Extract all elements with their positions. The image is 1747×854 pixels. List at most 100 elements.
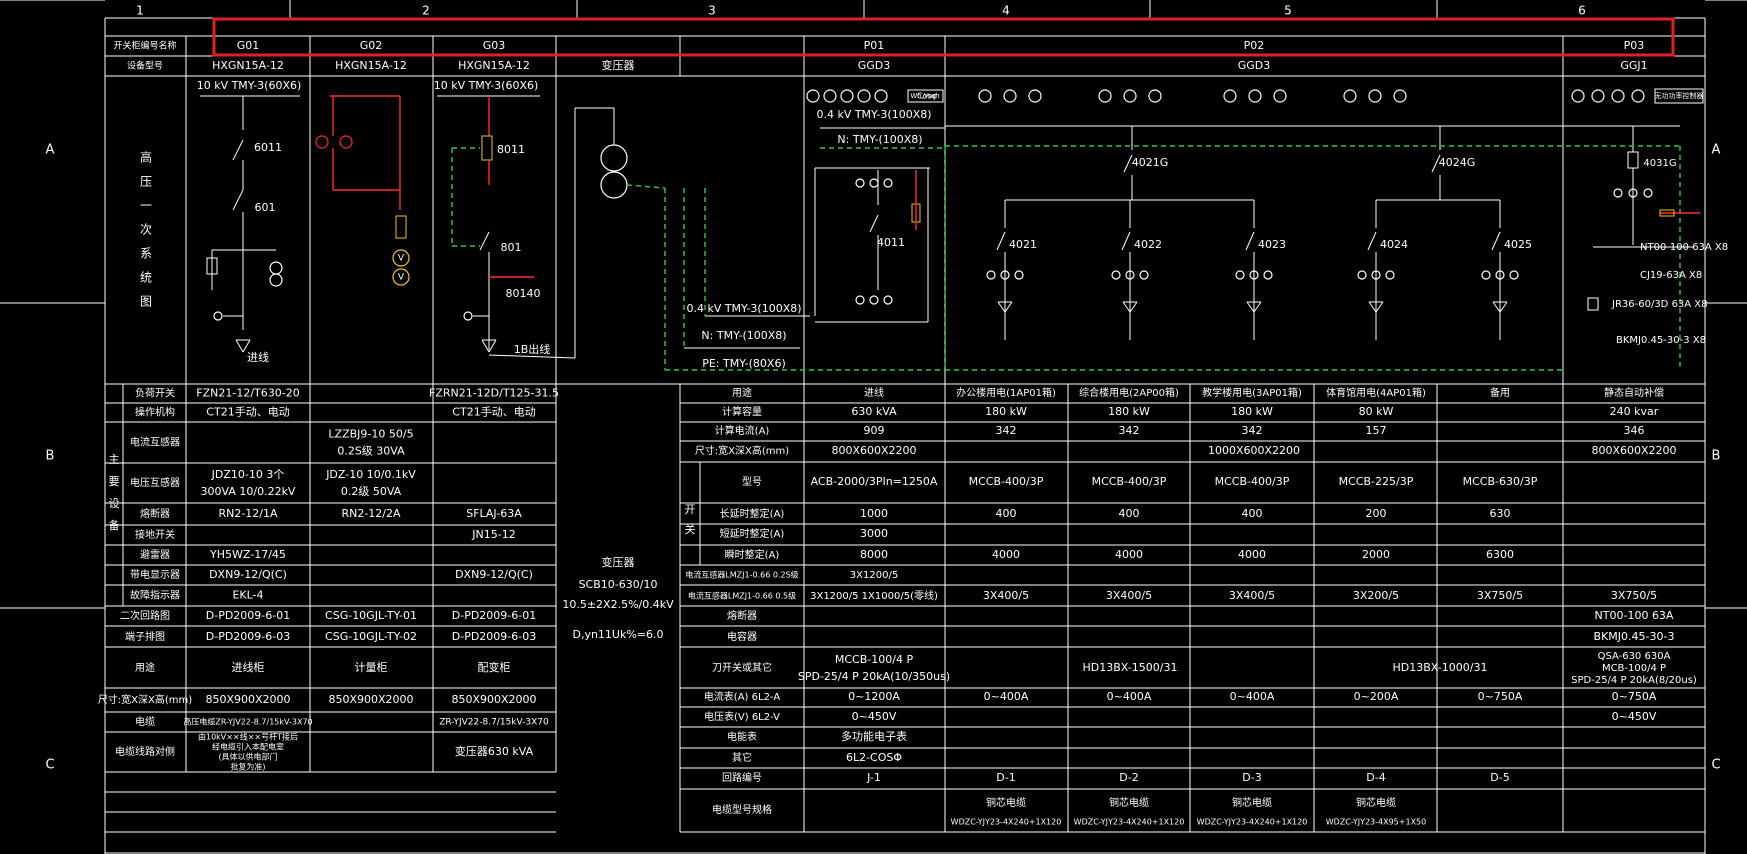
label: BKMJ0.45-30-3 xyxy=(1594,630,1675,643)
primary-diagram-title: 统 xyxy=(140,271,152,285)
main-equipment-label: 设 xyxy=(109,497,120,510)
label: 计量柜 xyxy=(355,661,388,674)
primary-diagram-title: 压 xyxy=(140,175,152,189)
label: 10 kV TMY-3(60X6) xyxy=(197,79,302,92)
label: 909 xyxy=(864,424,885,437)
label: 多功能电子表 xyxy=(841,729,907,743)
symbol-circle xyxy=(1371,270,1381,280)
label: 0~750A xyxy=(1478,690,1523,703)
device-box xyxy=(1654,88,1704,104)
label: 4025 xyxy=(1504,238,1532,251)
symbol-circle xyxy=(1591,89,1605,103)
hv-row-label: 操作机构 xyxy=(135,406,175,419)
cabinet-model: HXGN15A-12 xyxy=(335,59,407,72)
label: 4023 xyxy=(1258,238,1286,251)
symbol-circle xyxy=(869,178,879,188)
symbol-circle xyxy=(269,261,283,275)
label: 200 xyxy=(1366,507,1387,520)
symbol-circle xyxy=(1343,89,1357,103)
symbol-circle xyxy=(1385,270,1395,280)
hv-row-label: 电缆 xyxy=(135,715,155,728)
hv-row-label: 用途 xyxy=(135,661,155,674)
label: CSG-10GJL-TY-02 xyxy=(325,630,417,643)
hv-row-label: 电压互感器 xyxy=(130,476,180,489)
symbol-circle xyxy=(1481,270,1491,280)
device-box xyxy=(395,215,407,239)
label: 用途 xyxy=(732,386,752,399)
wire xyxy=(1129,301,1138,313)
symbol-circle xyxy=(1571,89,1585,103)
label: CT21手动、电动 xyxy=(452,405,535,419)
cabinet-number: P02 xyxy=(1244,39,1265,52)
primary-diagram-title: 次 xyxy=(140,223,152,237)
zone-number: 2 xyxy=(422,4,430,18)
label: 4024G xyxy=(1439,156,1476,169)
hv-row-label: 电流互感器 xyxy=(130,436,180,449)
label: 开 xyxy=(685,503,696,516)
label: EKL-4 xyxy=(232,589,263,602)
label: 教学楼用电(3AP01箱) xyxy=(1202,386,1302,399)
label: NT00-100 63A X8 xyxy=(1640,242,1728,253)
label: 熔断器 xyxy=(727,609,757,622)
label: D-PD2009-6-01 xyxy=(206,609,290,622)
label: 8011 xyxy=(497,143,525,156)
cabinet-number: P01 xyxy=(864,39,885,52)
wire xyxy=(488,339,497,353)
symbol-circle xyxy=(213,311,223,321)
symbol-circle xyxy=(1148,89,1162,103)
symbol-circle xyxy=(269,273,283,287)
label: WDZC-YJY23-4X240+1X120 xyxy=(951,818,1062,827)
hv-row-label: 负荷开关 xyxy=(135,387,175,400)
symbol-circle xyxy=(978,89,992,103)
label: V xyxy=(398,273,405,283)
label: WDZC-YJY23-4X95+1X50 xyxy=(1326,818,1426,827)
label: 0~400A xyxy=(984,690,1029,703)
symbol-circle xyxy=(869,295,879,305)
label: 进线 xyxy=(864,386,884,399)
label: 0.2级 50VA xyxy=(341,485,402,498)
main-equipment-label: 要 xyxy=(109,475,120,488)
label: 长延时整定(A) xyxy=(720,507,785,520)
cabinet-number: G02 xyxy=(360,39,383,52)
label: 400 xyxy=(996,507,1017,520)
zone-number: 5 xyxy=(1284,4,1292,18)
label: 400 xyxy=(1119,507,1140,520)
label: 342 xyxy=(1119,424,1140,437)
symbol-circle xyxy=(1273,89,1287,103)
label: RN2-12/1A xyxy=(218,507,278,520)
symbol-circle xyxy=(392,268,410,286)
label: 3X400/5 xyxy=(1106,589,1152,602)
label: 800X600X2200 xyxy=(1591,444,1676,457)
wire xyxy=(996,231,1006,251)
label: 静态自动补偿 xyxy=(1604,386,1664,399)
label: PE: TMY-(80X6) xyxy=(702,357,786,370)
wire xyxy=(479,231,490,251)
label: Wh,Varh xyxy=(910,92,939,100)
label: 6300 xyxy=(1486,548,1514,561)
label: FZRN21-12D/T125-31.5 xyxy=(429,387,559,400)
symbol-circle xyxy=(1249,270,1259,280)
wire xyxy=(626,184,666,189)
label: 0.4 kV TMY-3(100X8) xyxy=(686,302,801,315)
wire xyxy=(1491,231,1501,251)
label: 0~200A xyxy=(1354,690,1399,703)
label: 0~750A xyxy=(1612,690,1657,703)
label: 0~450V xyxy=(1612,710,1657,723)
label: D-PD2009-6-01 xyxy=(452,609,536,622)
label: WDZC-YJY23-4X240+1X120 xyxy=(1074,818,1185,827)
symbol-circle xyxy=(1357,270,1367,280)
label: YH5WZ-17/45 xyxy=(209,548,286,561)
zone-number: 4 xyxy=(1002,4,1010,18)
wire xyxy=(1246,301,1255,313)
label: MCB-100/4 P xyxy=(1602,663,1666,674)
symbol-circle xyxy=(1263,270,1273,280)
label: SPD-25/4 P 20kA(10/350us) xyxy=(798,670,950,683)
label: 10.5±2X2.5%/0.4kV xyxy=(562,598,674,611)
label: 4022 xyxy=(1134,238,1162,251)
label: MCCB-225/3P xyxy=(1339,475,1414,488)
hv-row-label: 尺寸:宽X深X高(mm) xyxy=(98,693,192,706)
label: 计算电流(A) xyxy=(715,424,770,437)
label: D,yn11Uk%=6.0 xyxy=(572,628,663,641)
label: 办公楼用电(1AP01箱) xyxy=(956,386,1056,399)
label: DXN9-12/Q(C) xyxy=(209,568,287,581)
